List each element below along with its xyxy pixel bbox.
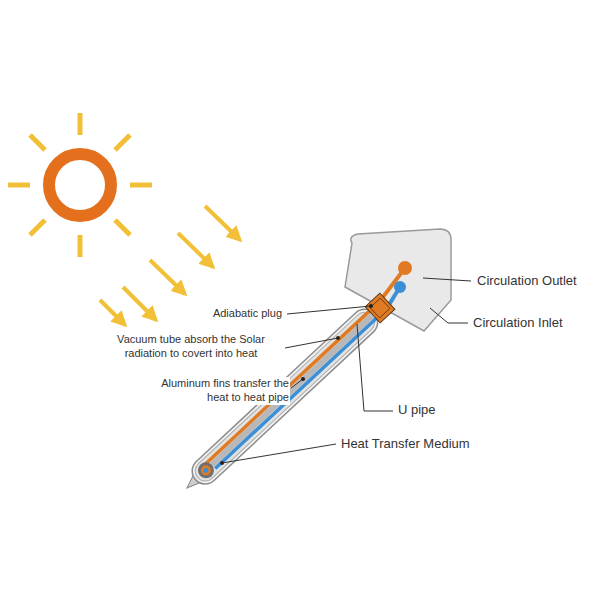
callout-label: Aluminum fins transfer the heat to heat … xyxy=(154,377,290,405)
outlet-dot xyxy=(398,261,412,275)
inlet-dot xyxy=(394,281,406,293)
sun xyxy=(8,113,152,257)
callout-label: Circulation Inlet xyxy=(472,315,564,331)
callout-label: U pipe xyxy=(397,402,437,418)
leader-lines xyxy=(222,278,471,463)
part-label: Adiabatic plug xyxy=(212,307,283,321)
callout-label: Vacuum tube absorb the Solar radiation t… xyxy=(98,333,284,361)
callout-label: Circulation Outlet xyxy=(476,273,578,289)
callout-label: Heat Transfer Medium xyxy=(340,436,471,452)
